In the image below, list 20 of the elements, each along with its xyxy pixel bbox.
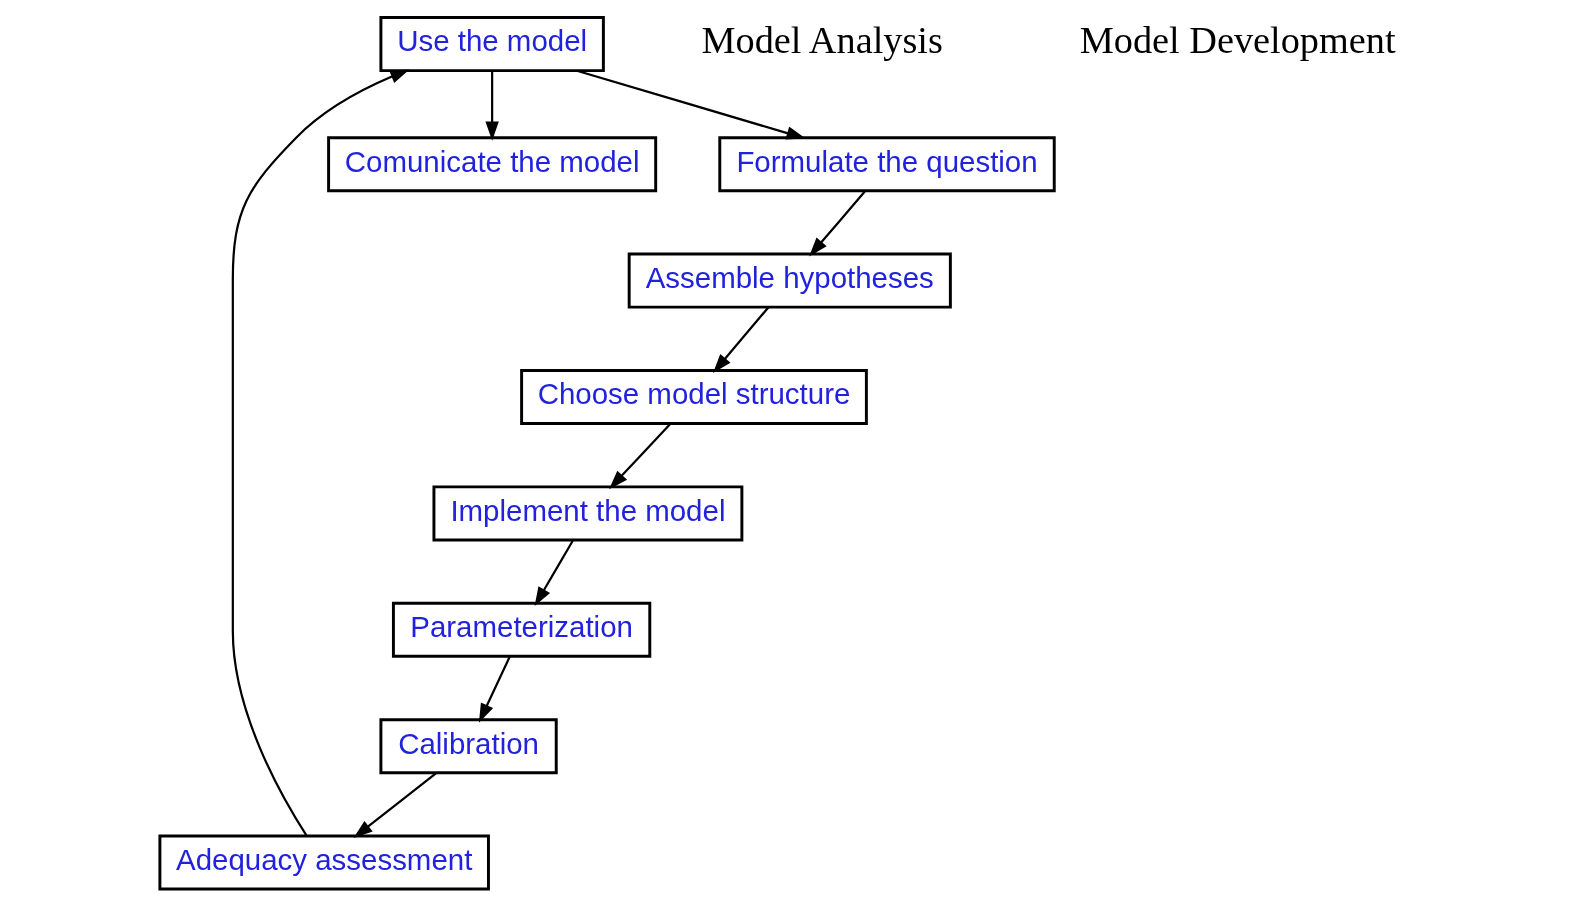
arrow xyxy=(353,771,437,839)
arrow xyxy=(478,655,511,723)
arrow xyxy=(808,190,866,257)
arrow xyxy=(576,69,806,140)
node-box: Formulate the question xyxy=(717,136,1056,193)
node-box: Assemble hypotheses xyxy=(627,252,952,309)
node-box: Parameterization xyxy=(391,601,651,658)
node-box: Use the model xyxy=(378,16,605,73)
arrow xyxy=(534,539,574,607)
node-box: Implement the model xyxy=(431,485,743,542)
node-box: Calibration xyxy=(378,718,558,775)
node-box: Choose model structure xyxy=(519,369,868,425)
node-box: Comunicate the model xyxy=(326,136,657,193)
arrow xyxy=(712,306,769,373)
arrow xyxy=(231,69,409,837)
node-box: Adequacy assessment xyxy=(157,834,490,891)
label: Model Development xyxy=(1079,19,1396,62)
arrow xyxy=(608,422,671,490)
arrow xyxy=(484,71,499,141)
label: Model Analysis xyxy=(700,19,943,62)
